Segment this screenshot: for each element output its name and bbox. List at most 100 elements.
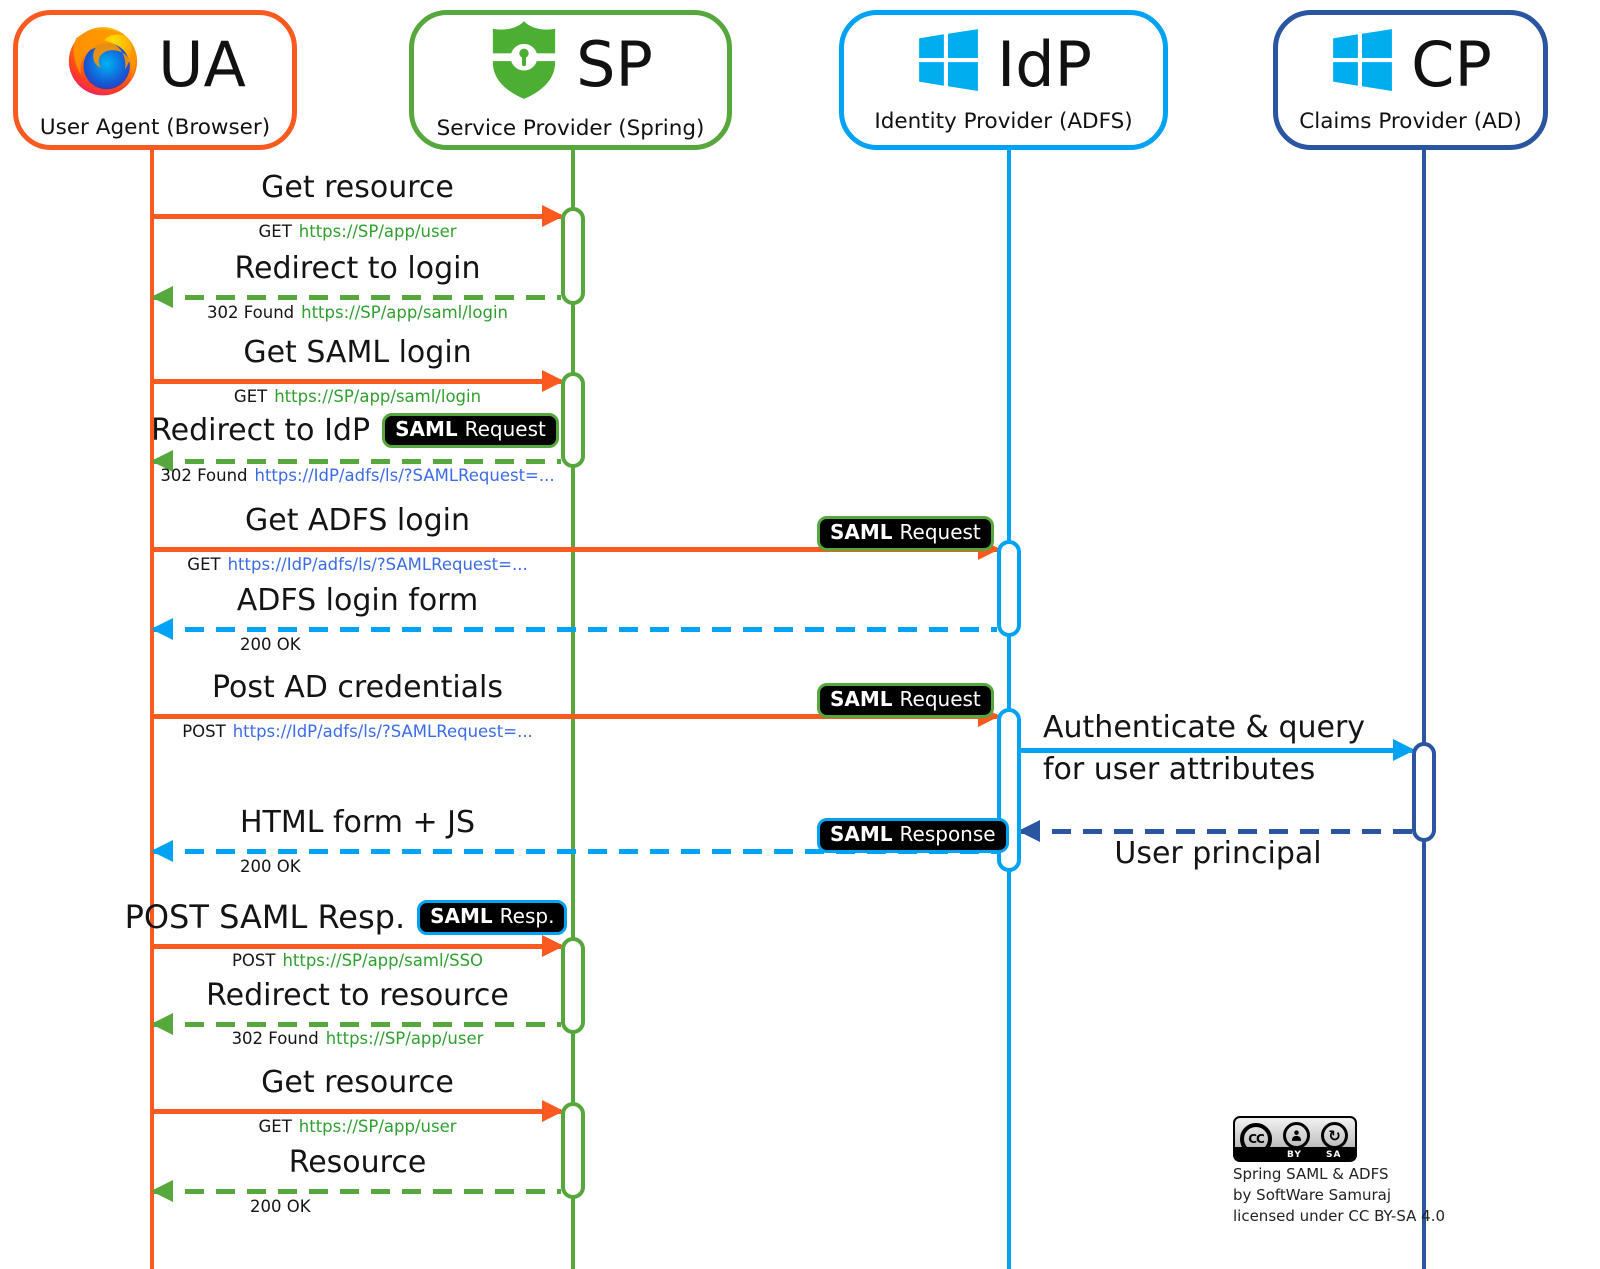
windows-icon bbox=[915, 27, 981, 103]
url-text: https://SP/app/saml/login bbox=[301, 303, 508, 322]
badge-rest: Request bbox=[899, 687, 981, 711]
badge-strong: SAML bbox=[430, 903, 493, 928]
message-label-with-badge: Redirect to IdP SAML Request bbox=[140, 413, 570, 448]
license-title: Spring SAML & ADFS bbox=[1233, 1165, 1389, 1183]
actor-abbr-sp: SP bbox=[576, 27, 653, 101]
url-text: https://SP/app/user bbox=[298, 1117, 457, 1136]
http-status: 200 OK bbox=[240, 635, 301, 654]
arrowhead-icon bbox=[151, 1180, 173, 1202]
message-label-line2: for user attributes bbox=[1043, 752, 1316, 787]
message-sub: 302 Found https://SP/app/saml/login bbox=[154, 303, 561, 322]
arrow-ua-to-sp bbox=[154, 1100, 564, 1122]
actor-name-sp: Service Provider (Spring) bbox=[436, 115, 705, 141]
arrow-sp-to-ua bbox=[151, 1180, 561, 1202]
arrow-cp-to-idp bbox=[1018, 820, 1412, 842]
license-text: Spring SAML & ADFS by SoftWare Samuraj l… bbox=[1233, 1164, 1553, 1227]
shield-lock-icon bbox=[488, 20, 560, 110]
actor-box-idp: IdP Identity Provider (ADFS) bbox=[839, 10, 1168, 150]
arrow-idp-to-ua bbox=[151, 840, 997, 862]
message-sub: 302 Found https://SP/app/user bbox=[154, 1029, 561, 1048]
activation-sp-4 bbox=[561, 1102, 585, 1199]
cc-by-person-icon bbox=[1283, 1122, 1310, 1149]
lifeline-ua bbox=[150, 150, 154, 1269]
message-label: Get SAML login bbox=[243, 335, 472, 370]
license-terms: licensed under CC BY-SA 4.0 bbox=[1233, 1207, 1446, 1225]
cc-icon: CC bbox=[1240, 1123, 1272, 1155]
http-method: GET bbox=[258, 222, 292, 241]
windows-icon bbox=[1329, 27, 1395, 103]
message-sub: 200 OK bbox=[240, 635, 301, 654]
arrow-sp-to-ua bbox=[151, 1013, 561, 1035]
actor-title-cp: CP bbox=[1329, 27, 1492, 103]
arrowhead-icon bbox=[151, 286, 173, 308]
http-status: 302 Found bbox=[231, 1029, 319, 1048]
activation-cp-1 bbox=[1412, 742, 1436, 842]
message-label: Resource bbox=[288, 1145, 427, 1180]
actor-abbr-idp: IdP bbox=[996, 27, 1093, 101]
saml-request-badge: SAML Request bbox=[817, 516, 994, 551]
actor-box-ua: UA User Agent (Browser) bbox=[13, 10, 297, 150]
http-method: GET bbox=[258, 1117, 292, 1136]
message-label: HTML form + JS bbox=[239, 805, 476, 840]
arrow-ua-to-sp bbox=[154, 370, 564, 392]
url-text: https://SP/app/user bbox=[298, 222, 457, 241]
message-label-with-badge: POST SAML Resp. SAML Resp. bbox=[124, 898, 568, 936]
http-status: 302 Found bbox=[207, 303, 295, 322]
arrowhead-icon bbox=[542, 370, 564, 392]
saml-response-badge: SAML Resp. bbox=[417, 899, 568, 935]
activation-sp-1 bbox=[561, 207, 585, 305]
message-label-line1: Authenticate & query bbox=[1043, 710, 1366, 745]
badge-strong: SAML bbox=[830, 687, 893, 711]
message-label: Get ADFS login bbox=[244, 503, 470, 538]
badge-rest: Response bbox=[899, 822, 996, 846]
lifeline-cp bbox=[1422, 150, 1426, 1269]
url-text: https://SP/app/user bbox=[325, 1029, 484, 1048]
url-text: https://IdP/adfs/ls/?SAMLRequest=... bbox=[254, 466, 555, 485]
url-text: https://IdP/adfs/ls/?SAMLRequest=... bbox=[227, 555, 528, 574]
actor-abbr-cp: CP bbox=[1411, 27, 1492, 101]
badge-rest: Request bbox=[899, 520, 981, 544]
arrow-sp-to-ua bbox=[151, 450, 561, 472]
badge-strong: SAML bbox=[830, 520, 893, 544]
saml-request-badge: SAML Request bbox=[382, 413, 559, 448]
message-sub: POST https://IdP/adfs/ls/?SAMLRequest=..… bbox=[154, 722, 561, 741]
message-sub: GET https://SP/app/user bbox=[154, 1117, 561, 1136]
http-method: GET bbox=[187, 555, 221, 574]
arrow-sp-to-ua bbox=[151, 286, 561, 308]
arrow-ua-to-sp bbox=[154, 935, 564, 957]
actor-name-ua: User Agent (Browser) bbox=[39, 114, 271, 140]
arrowhead-icon bbox=[542, 205, 564, 227]
message-sub: GET https://IdP/adfs/ls/?SAMLRequest=... bbox=[154, 555, 561, 574]
actor-abbr-ua: UA bbox=[158, 27, 246, 101]
message-label: POST SAML Resp. bbox=[124, 898, 406, 936]
actor-title-ua: UA bbox=[64, 21, 246, 109]
arrowhead-icon bbox=[1393, 739, 1415, 761]
lifeline-sp bbox=[571, 150, 575, 1269]
arrowhead-icon bbox=[151, 840, 173, 862]
actor-name-cp: Claims Provider (AD) bbox=[1299, 108, 1522, 134]
message-label: ADFS login form bbox=[236, 583, 479, 618]
arrowhead-icon bbox=[1018, 820, 1040, 842]
badge-strong: SAML bbox=[830, 822, 893, 846]
actor-box-sp: SP Service Provider (Spring) bbox=[409, 10, 732, 150]
message-sub: 200 OK bbox=[240, 857, 301, 876]
badge-strong: SAML bbox=[395, 417, 458, 441]
http-status: 200 OK bbox=[250, 1197, 311, 1216]
message-sub: 302 Found https://IdP/adfs/ls/?SAMLReque… bbox=[154, 466, 561, 485]
saml-request-badge: SAML Request bbox=[817, 683, 994, 718]
actor-box-cp: CP Claims Provider (AD) bbox=[1273, 10, 1548, 150]
message-sub: 200 OK bbox=[250, 1197, 311, 1216]
cc-sa-label: SA bbox=[1326, 1150, 1342, 1160]
activation-idp-1 bbox=[997, 540, 1021, 637]
actor-title-idp: IdP bbox=[915, 27, 1092, 103]
arrowhead-icon bbox=[542, 935, 564, 957]
cc-sa-arrow-icon: ↻ bbox=[1321, 1122, 1348, 1149]
message-sub: GET https://SP/app/saml/login bbox=[154, 387, 561, 406]
actor-name-idp: Identity Provider (ADFS) bbox=[874, 108, 1133, 134]
message-label: User principal bbox=[1114, 836, 1322, 871]
url-text: https://IdP/adfs/ls/?SAMLRequest=... bbox=[232, 722, 533, 741]
arrow-idp-to-ua bbox=[151, 618, 997, 640]
url-text: https://SP/app/saml/SSO bbox=[282, 951, 484, 970]
badge-rest: Resp. bbox=[499, 903, 555, 928]
